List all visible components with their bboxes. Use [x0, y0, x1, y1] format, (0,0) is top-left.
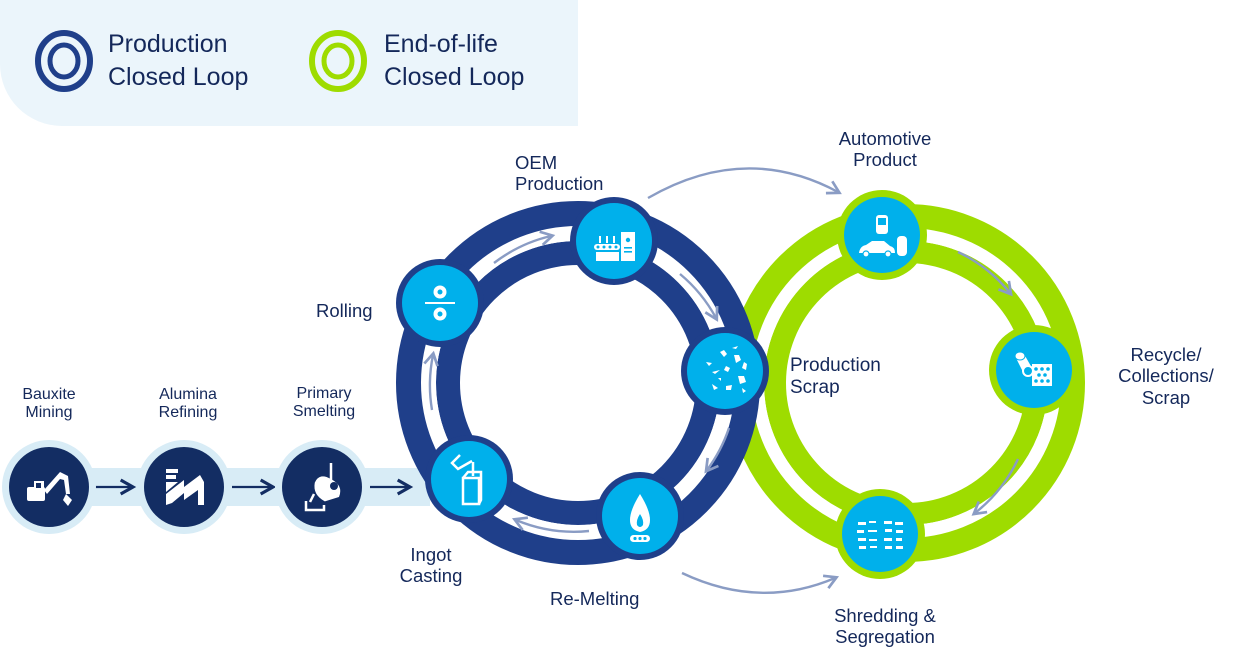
label-line: OEM	[515, 152, 558, 173]
factory-icon	[166, 469, 204, 505]
legend-line: End-of-life	[384, 30, 498, 58]
label-line: Collections/	[1118, 365, 1214, 387]
label-bauxite-mining: Bauxite Mining	[9, 386, 89, 423]
label-oem-production: OEM Production	[515, 152, 603, 195]
label-line: Segregation	[835, 626, 935, 648]
car-and-devices-icon	[859, 215, 907, 258]
label-line: Shredding &	[834, 605, 936, 626]
label-line: Alumina	[159, 386, 217, 403]
label-line: Re-Melting	[550, 588, 640, 609]
legend-label-production: Production Closed Loop	[108, 28, 248, 94]
node-ingot-casting	[425, 435, 513, 523]
flow-arrow	[511, 516, 590, 533]
legend-item-end-of-life: End-of-life Closed Loop	[308, 28, 524, 94]
label-line: Mining	[25, 404, 73, 422]
production-loop-flow-arrows	[423, 230, 731, 533]
flow-arrow	[971, 458, 1020, 516]
legend-panel: Production Closed Loop End-of-life Close…	[0, 0, 578, 126]
label-line: Product	[853, 149, 917, 171]
connector-arrow-to-automotive	[647, 167, 842, 200]
label-automotive-product: Automotive Product	[826, 128, 944, 171]
node-re-melting	[596, 472, 684, 560]
label-alumina-refining: Alumina Refining	[148, 386, 228, 423]
flow-arrow	[957, 250, 1013, 297]
flow-arrow	[679, 273, 719, 322]
connector-arrow-to-shredding	[681, 571, 840, 595]
node-shredding-segregation	[835, 489, 925, 579]
recycling-cans-icon	[1014, 351, 1052, 386]
flow-arrow	[704, 427, 731, 474]
label-line: Production	[515, 173, 604, 195]
upstream-node-smelting	[275, 440, 369, 534]
end-of-life-loop-legend-icon	[309, 30, 367, 92]
legend-line: Closed Loop	[384, 63, 525, 91]
rolling-mill-icon	[425, 285, 455, 321]
ladle-icon	[304, 463, 341, 512]
label-re-melting: Re-Melting	[550, 588, 639, 609]
label-line: Automotive	[838, 128, 932, 149]
node-oem-production	[570, 197, 658, 285]
legend-line: Closed Loop	[108, 63, 249, 91]
label-line: Smelting	[292, 403, 356, 421]
assembly-line-icon	[594, 232, 635, 261]
label-line: Casting	[399, 565, 463, 587]
node-automotive-product	[837, 190, 927, 280]
label-shredding-segregation: Shredding & Segregation	[820, 605, 950, 648]
production-loop-legend-icon	[35, 30, 93, 92]
upstream-node-bauxite	[2, 440, 96, 534]
label-line: Recycle/	[1130, 344, 1202, 365]
end-of-life-loop-flow-arrows	[957, 250, 1020, 516]
flow-arrow	[493, 230, 556, 264]
scrap-pieces-icon	[706, 346, 747, 393]
label-line: Scrap	[790, 376, 840, 398]
label-line: Bauxite	[22, 386, 76, 403]
label-line: Refining	[158, 404, 218, 422]
label-ingot-casting: Ingot Casting	[396, 544, 466, 587]
excavator-icon	[27, 472, 72, 506]
shredded-metal-icon	[857, 521, 903, 549]
node-recycle-collections	[989, 325, 1079, 415]
upstream-node-alumina	[137, 440, 231, 534]
label-production-scrap: Production Scrap	[790, 355, 881, 399]
label-line: Primary	[296, 385, 352, 402]
label-recycle-collections-scrap: Recycle/ Collections/ Scrap	[1106, 344, 1226, 408]
flame-icon	[630, 494, 650, 542]
label-line: Scrap	[1141, 386, 1191, 408]
node-production-scrap	[681, 327, 769, 415]
node-rolling	[396, 259, 484, 347]
label-primary-smelting: Primary Smelting	[284, 385, 364, 422]
legend-line: Production	[108, 30, 228, 58]
legend-label-end-of-life: End-of-life Closed Loop	[384, 28, 524, 94]
ingot-casting-icon	[450, 454, 483, 506]
label-line: Production	[790, 355, 881, 376]
label-line: Rolling	[316, 300, 373, 321]
flow-arrow	[423, 350, 439, 411]
label-line: Ingot	[410, 544, 452, 565]
legend-item-production: Production Closed Loop	[34, 28, 248, 94]
label-rolling: Rolling	[316, 300, 373, 321]
